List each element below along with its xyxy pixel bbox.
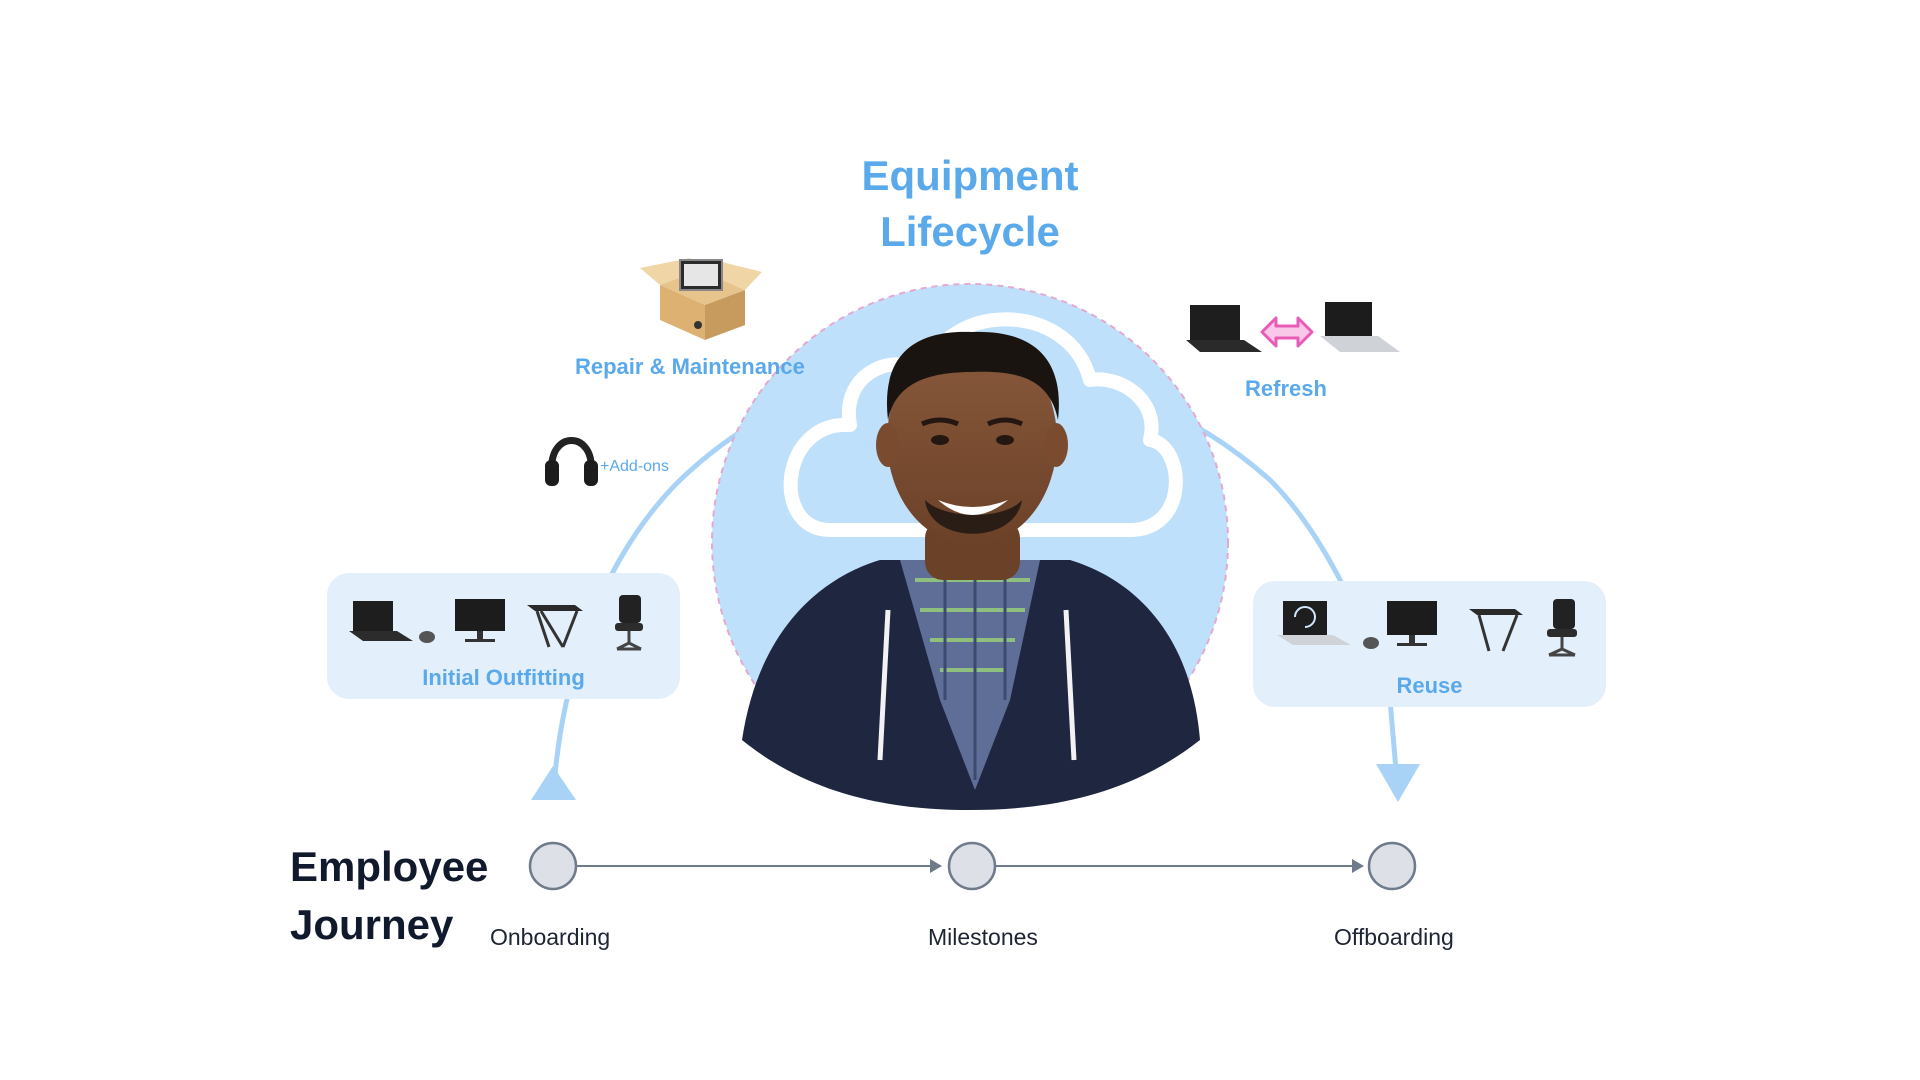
- title-line-1: Equipment: [861, 152, 1079, 199]
- timeline-node-offboarding: [1367, 841, 1417, 891]
- reuse-icons: [1277, 599, 1577, 657]
- refurbished-laptop-icon: [1277, 601, 1351, 645]
- monitor-icon: [455, 599, 505, 642]
- headphones-icon: [545, 437, 598, 486]
- desk-icon: [527, 605, 583, 648]
- outfitting-icons: [349, 595, 643, 651]
- office-chair-icon: [615, 595, 643, 651]
- refresh-old-laptop-icon: [1186, 305, 1262, 352]
- milestone-label-milestones: Milestones: [928, 924, 1038, 950]
- journey-title-line-2: Journey: [290, 901, 454, 948]
- milestone-label-onboarding: Onboarding: [490, 924, 611, 950]
- stage-label-refresh: Refresh: [1245, 376, 1327, 401]
- office-chair-icon: [1547, 599, 1577, 657]
- stage-label-initial: Initial Outfitting: [422, 665, 585, 690]
- arc-arrow-up-icon: [531, 766, 576, 800]
- stage-label-repair: Repair & Maintenance: [575, 354, 805, 379]
- mouse-icon: [1363, 637, 1379, 649]
- timeline-node-onboarding: [528, 841, 578, 891]
- laptop-icon: [349, 601, 413, 641]
- journey-title-line-1: Employee: [290, 843, 489, 890]
- monitor-icon: [1387, 601, 1437, 646]
- stage-label-addons: +Add-ons: [600, 458, 669, 475]
- refresh-new-laptop-icon: [1320, 302, 1400, 352]
- milestone-label-offboarding: Offboarding: [1334, 924, 1454, 950]
- diagram-title: Equipment Lifecycle: [760, 148, 1180, 260]
- desk-icon: [1469, 609, 1523, 652]
- arc-arrow-down-icon: [1376, 764, 1420, 802]
- title-line-2: Lifecycle: [880, 208, 1060, 255]
- employee-photo: [742, 331, 1200, 810]
- reuse-card: Reuse: [1253, 581, 1606, 707]
- timeline-arrow-2-icon: [1352, 859, 1364, 873]
- laptop-in-box-icon: [640, 258, 762, 340]
- mouse-icon: [419, 631, 435, 643]
- initial-outfitting-card: Initial Outfitting: [327, 573, 680, 699]
- double-arrow-icon: [1260, 316, 1314, 348]
- stage-label-reuse: Reuse: [1396, 673, 1463, 698]
- cloud-icon: [783, 312, 1183, 537]
- timeline-node-milestones: [947, 841, 997, 891]
- timeline-arrow-1-icon: [930, 859, 942, 873]
- journey-title: Employee Journey: [290, 838, 488, 954]
